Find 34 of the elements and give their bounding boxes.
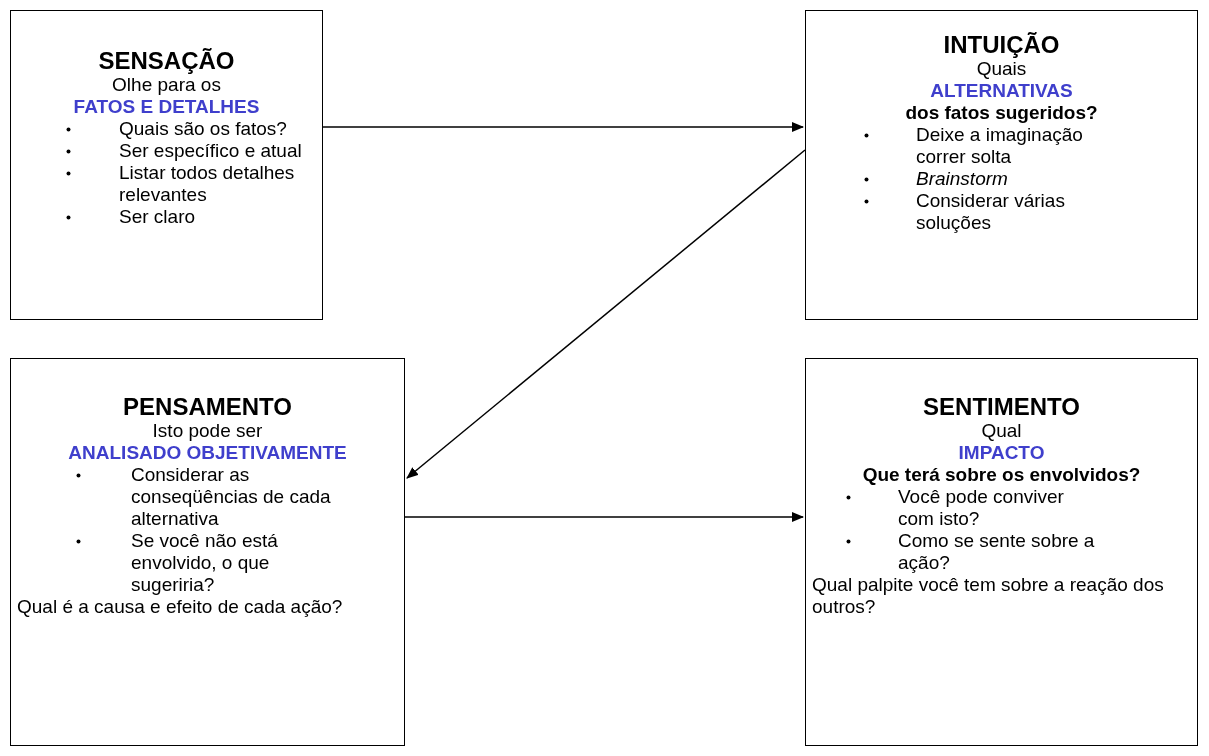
box-subheading: Isto pode ser bbox=[151, 420, 264, 442]
box-subheading: Qual bbox=[980, 420, 1023, 442]
box-heading: INTUIÇÃO bbox=[942, 31, 1061, 58]
bullet-item: Se você não está envolvido, o que sugeriria? bbox=[131, 530, 331, 596]
bullet-item: Considerar várias soluções bbox=[916, 190, 1131, 234]
bullet-item: Como se sente sobre a ação? bbox=[898, 530, 1103, 574]
box-heading: SENTIMENTO bbox=[922, 393, 1081, 420]
bullet-item: Você pode conviver com isto? bbox=[898, 486, 1103, 530]
text-box bbox=[10, 10, 323, 320]
box-note: Qual é a causa e efeito de cada ação? bbox=[17, 596, 344, 618]
arrow bbox=[406, 149, 806, 479]
bullet-item: Ser claro bbox=[119, 206, 310, 228]
box-subheading: Quais bbox=[975, 58, 1028, 80]
bullet-item: Quais são os fatos? bbox=[119, 118, 310, 140]
arrow bbox=[322, 122, 804, 132]
box-subheading: dos fatos sugeridos? bbox=[904, 102, 1099, 124]
text-box bbox=[10, 358, 405, 746]
bullet-item: Considerar as conseqüências de cada alternativa bbox=[131, 464, 331, 530]
highlight-text: IMPACTO bbox=[957, 442, 1046, 464]
bullet-item: Brainstorm bbox=[916, 168, 1131, 190]
text-box bbox=[805, 10, 1198, 320]
bullet-item: Deixe a imaginação correr solta bbox=[916, 124, 1131, 168]
highlight-text: ALTERNATIVAS bbox=[929, 80, 1074, 102]
box-heading: SENSAÇÃO bbox=[97, 47, 236, 74]
box-subheading: Olhe para os bbox=[111, 74, 222, 96]
highlight-text: ANALISADO OBJETIVAMENTE bbox=[67, 442, 348, 464]
text-box bbox=[805, 358, 1198, 746]
box-subheading: Que terá sobre os envolvidos? bbox=[861, 464, 1142, 486]
box-note: Qual palpite você tem sobre a reação dos outros? bbox=[812, 574, 1165, 618]
bullet-item: Listar todos detalhes relevantes bbox=[119, 162, 310, 206]
highlight-text: FATOS E DETALHES bbox=[72, 96, 261, 118]
arrow bbox=[404, 512, 804, 522]
bullet-item: Ser específico e atual bbox=[119, 140, 310, 162]
box-heading: PENSAMENTO bbox=[122, 393, 293, 420]
